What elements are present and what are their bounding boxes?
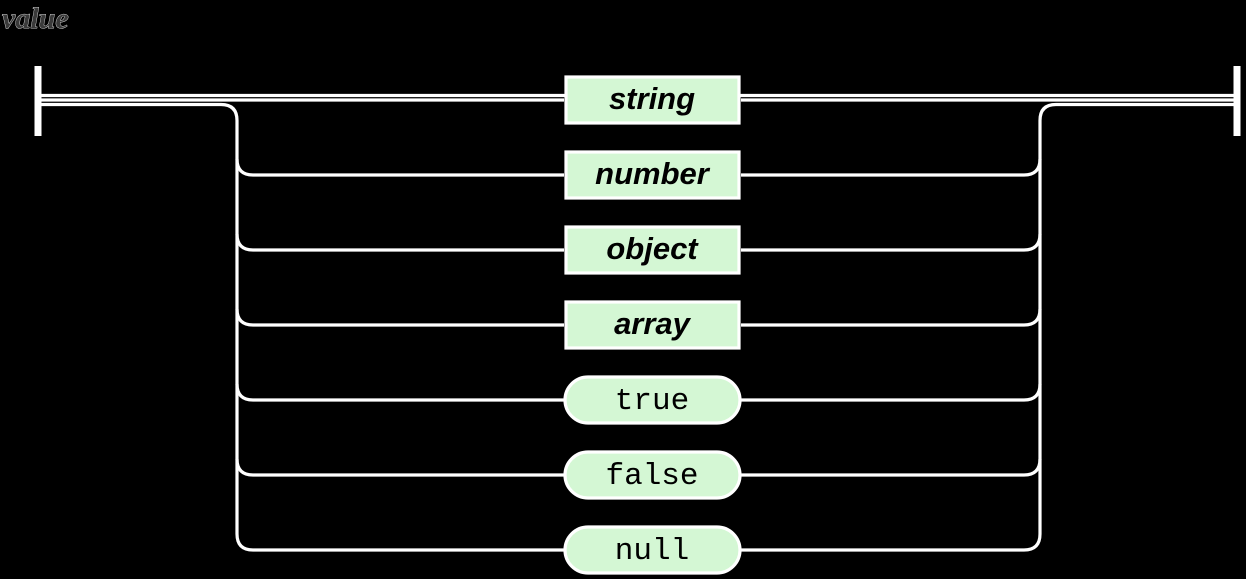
alternative-row-object[interactable]: object: [235, 225, 1042, 275]
alternative-row-null[interactable]: null: [253, 525, 1024, 575]
alternative-row-false[interactable]: false: [235, 450, 1042, 500]
alternative-row-number[interactable]: number: [235, 150, 1042, 200]
node-label-null: null: [615, 534, 689, 569]
node-label-array: array: [614, 306, 692, 341]
node-label-true: true: [615, 384, 689, 419]
alternative-row-true[interactable]: true: [235, 375, 1042, 425]
node-label-object: object: [606, 231, 699, 266]
alternative-row-string[interactable]: string: [38, 75, 1237, 125]
alternative-row-array[interactable]: array: [235, 300, 1042, 350]
node-label-string: string: [609, 81, 695, 116]
node-label-false: false: [605, 459, 698, 494]
node-label-number: number: [595, 156, 711, 191]
diagram-title: value: [2, 2, 69, 35]
